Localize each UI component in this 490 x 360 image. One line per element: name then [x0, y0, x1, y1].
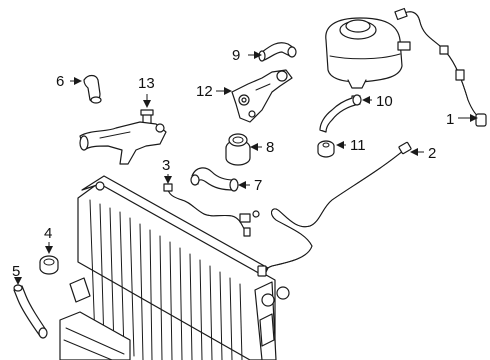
callout-7: 7 [254, 177, 262, 194]
callout-11: 11 [350, 137, 366, 154]
part-4-hose-coupling [39, 255, 59, 275]
part-5-lower-hose [13, 284, 48, 339]
part-7-hose [190, 167, 239, 192]
expansion-tank [325, 17, 411, 89]
callout-3: 3 [162, 157, 170, 174]
part-3-sensor-harness [163, 183, 260, 237]
callout-1: 1 [446, 111, 454, 128]
part-2-coolant-pipe [257, 141, 412, 277]
part-9-upper-hose [258, 42, 297, 62]
part-11-grommet [317, 140, 335, 158]
callout-5: 5 [12, 263, 20, 280]
callout-9: 9 [232, 47, 240, 64]
callout-12: 12 [196, 83, 213, 100]
callout-10: 10 [376, 93, 393, 110]
radiator [59, 175, 290, 360]
part-12-thermostat-housing [231, 69, 293, 123]
part-8-thermostat [225, 133, 251, 166]
callout-4: 4 [44, 225, 52, 242]
callout-13: 13 [138, 75, 155, 92]
callout-2: 2 [428, 145, 436, 162]
part-6-fitting [83, 74, 102, 104]
callout-6: 6 [56, 73, 64, 90]
lower-intake-pipe [79, 121, 167, 165]
part-10-small-hose [319, 94, 362, 133]
part-1-hose-assembly [394, 7, 487, 127]
callout-8: 8 [266, 139, 274, 156]
